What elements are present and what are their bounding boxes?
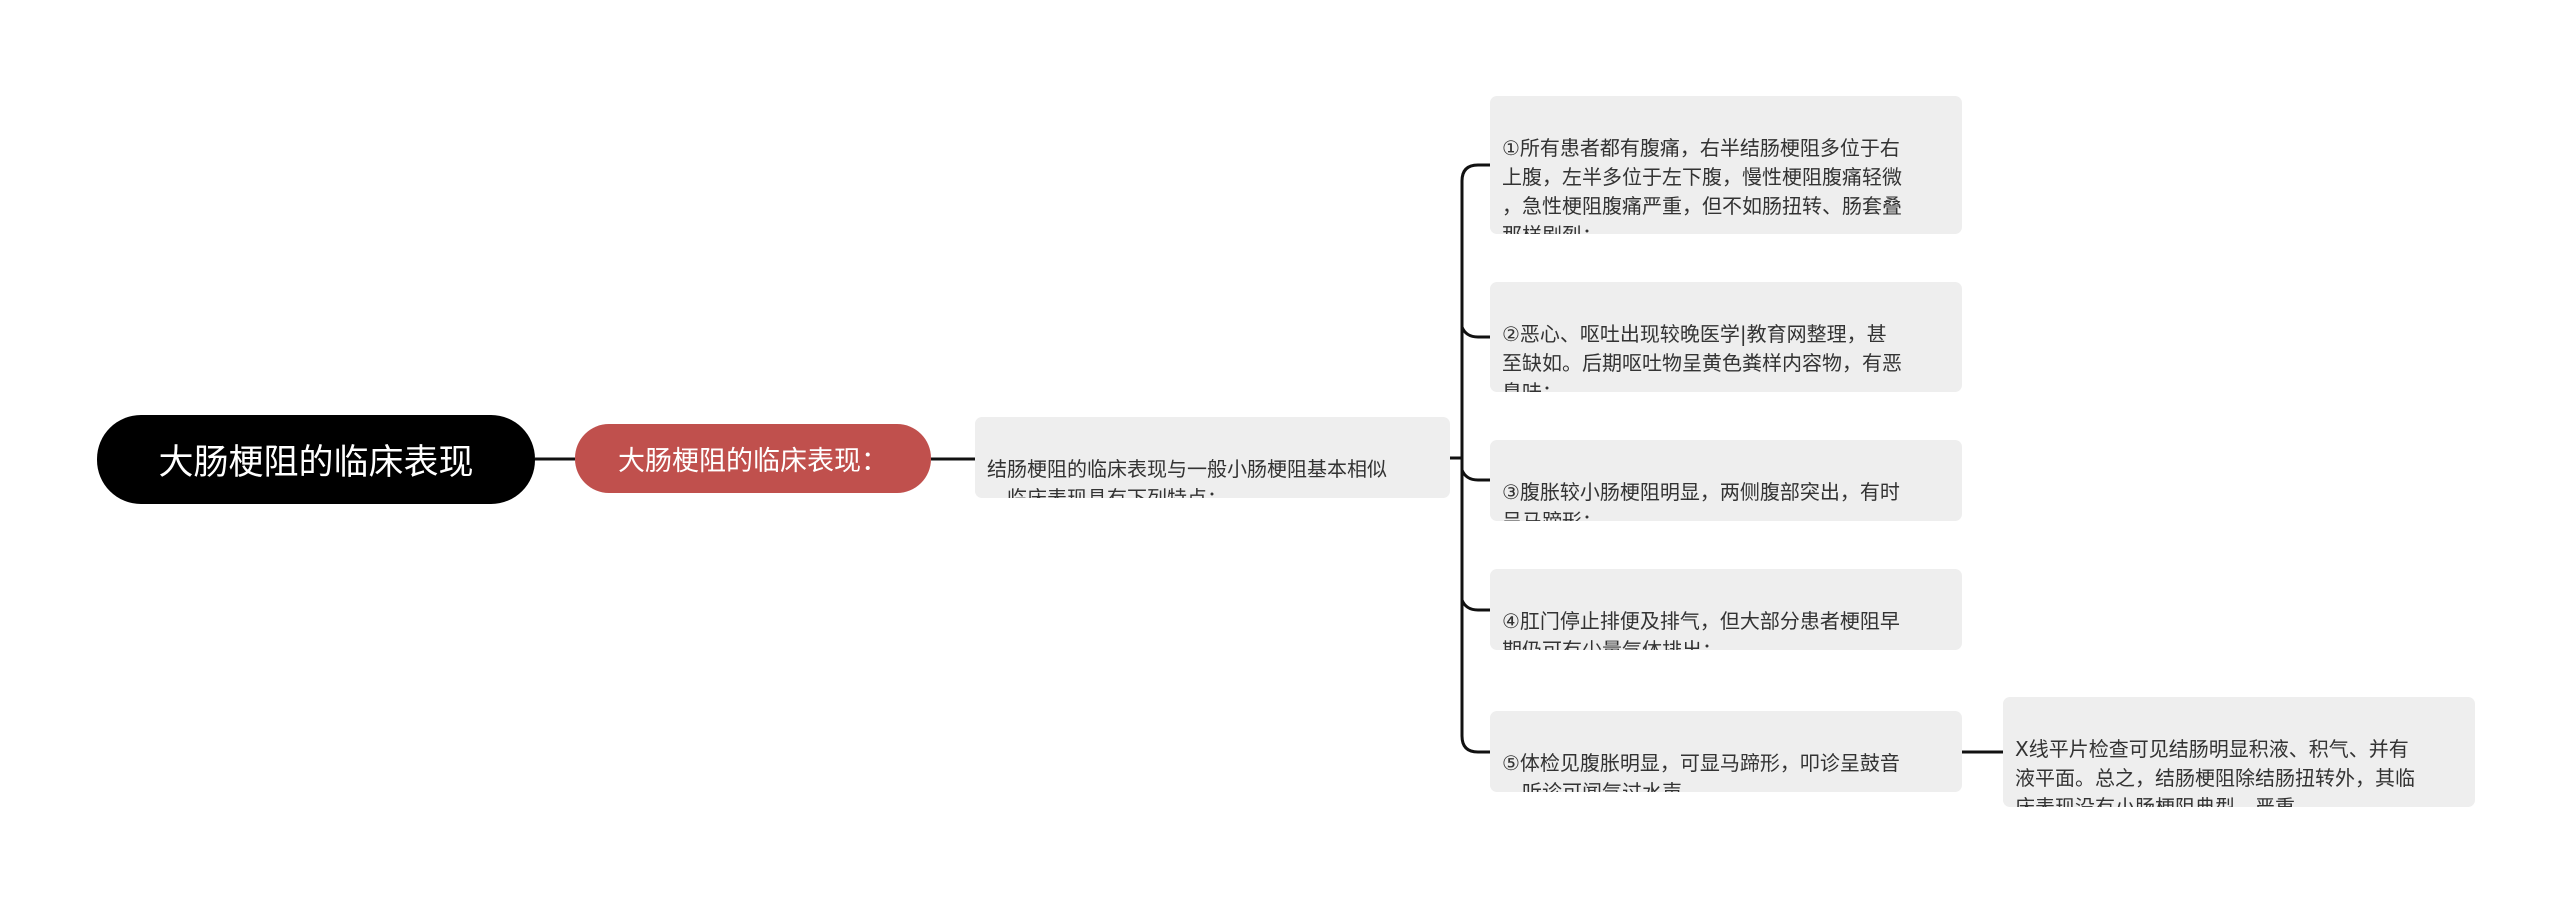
connector-item-4 xyxy=(1460,599,1490,612)
item-text-4: ④肛门停止排便及排气，但大部分患者梗阻早 期仍可有少量气体排出； xyxy=(1502,609,1900,650)
item-node-5[interactable]: ⑤体检见腹胀明显，可显马蹄形，叩诊呈鼓音 ，听诊可闻气过水声。 xyxy=(1490,711,1962,792)
root-topic-node[interactable]: 大肠梗阻的临床表现 xyxy=(97,415,535,504)
connector-item-3 xyxy=(1460,469,1490,482)
item-node-1[interactable]: ①所有患者都有腹痛，右半结肠梗阻多位于右 上腹，左半多位于左下腹，慢性梗阻腹痛轻… xyxy=(1490,96,1962,234)
subtopic-node[interactable]: 大肠梗阻的临床表现： xyxy=(575,424,931,493)
item-text-3: ③腹胀较小肠梗阻明显，两侧腹部突出，有时 呈马蹄形； xyxy=(1502,480,1900,521)
root-topic-label: 大肠梗阻的临床表现 xyxy=(158,443,474,483)
item-node-2[interactable]: ②恶心、呕吐出现较晚医学|教育网整理，甚 至缺如。后期呕吐物呈黄色粪样内容物，有… xyxy=(1490,282,1962,392)
subtopic-label: 大肠梗阻的临床表现： xyxy=(618,446,888,477)
summary-node[interactable]: 结肠梗阻的临床表现与一般小肠梗阻基本相似 ，临床表现具有下列特点： xyxy=(975,417,1450,498)
connector-bracket xyxy=(1460,163,1479,754)
item-text-2: ②恶心、呕吐出现较晚医学|教育网整理，甚 至缺如。后期呕吐物呈黄色粪样内容物，有… xyxy=(1502,322,1902,392)
item-text-5: ⑤体检见腹胀明显，可显马蹄形，叩诊呈鼓音 ，听诊可闻气过水声。 xyxy=(1502,751,1900,792)
summary-text: 结肠梗阻的临床表现与一般小肠梗阻基本相似 ，临床表现具有下列特点： xyxy=(987,457,1387,498)
detail-text: X线平片检查可见结肠明显积液、积气、并有 液平面。总之，结肠梗阻除结肠扭转外，其… xyxy=(2015,737,2415,807)
item-node-4[interactable]: ④肛门停止排便及排气，但大部分患者梗阻早 期仍可有少量气体排出； xyxy=(1490,569,1962,650)
detail-node[interactable]: X线平片检查可见结肠明显积液、积气、并有 液平面。总之，结肠梗阻除结肠扭转外，其… xyxy=(2003,697,2475,807)
connector-item-2 xyxy=(1460,326,1490,339)
item-node-3[interactable]: ③腹胀较小肠梗阻明显，两侧腹部突出，有时 呈马蹄形； xyxy=(1490,440,1962,521)
item-text-1: ①所有患者都有腹痛，右半结肠梗阻多位于右 上腹，左半多位于左下腹，慢性梗阻腹痛轻… xyxy=(1502,136,1902,234)
